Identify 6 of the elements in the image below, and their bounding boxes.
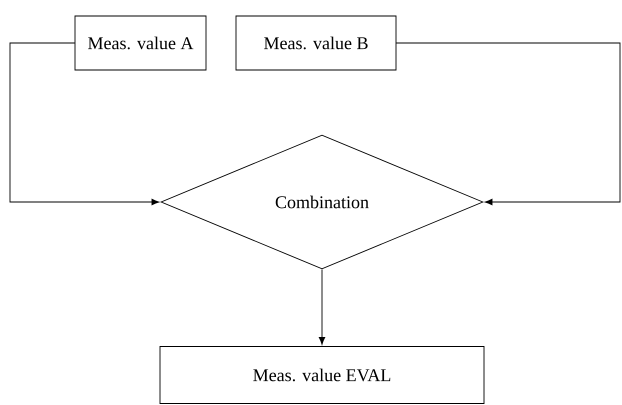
process-box: Meas. value EVAL (160, 346, 484, 404)
process-box: Meas. value A (74, 16, 206, 70)
process-box: Meas. value B (236, 16, 396, 70)
arrow (10, 42, 160, 206)
arrow (318, 269, 326, 345)
arrow (396, 42, 620, 206)
